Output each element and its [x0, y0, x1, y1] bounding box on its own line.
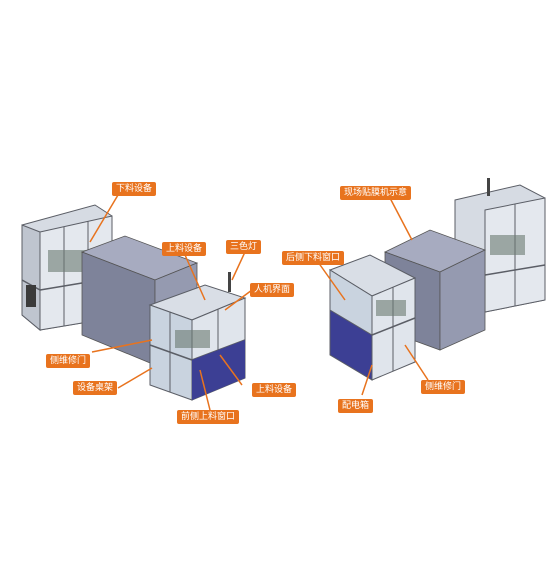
label-front-load-window: 前侧上料窗口: [177, 410, 240, 424]
label-side-maintenance-door-left: 侧维修门: [46, 354, 91, 368]
label-tri-color-light: 三色灯: [226, 240, 262, 254]
left-load-machine: [148, 272, 247, 401]
label-unload-equipment: 下料设备: [112, 182, 157, 196]
label-equipment-table-frame: 设备桌架: [73, 381, 118, 395]
left-unload-machine: [21, 204, 113, 332]
label-site-lamination-diagram: 现场贴膜机示意: [340, 186, 412, 200]
label-side-maintenance-door-right: 侧维修门: [421, 380, 466, 394]
right-load-machine: [328, 254, 417, 381]
leader-lines: [89, 194, 429, 411]
label-load-equipment-top: 上料设备: [162, 242, 207, 256]
label-hmi: 人机界面: [250, 283, 295, 297]
label-electrical-cabinet: 配电箱: [338, 399, 374, 413]
label-rear-unload-window: 后侧下料窗口: [282, 251, 345, 265]
label-load-equipment-bottom: 上料设备: [252, 383, 297, 397]
